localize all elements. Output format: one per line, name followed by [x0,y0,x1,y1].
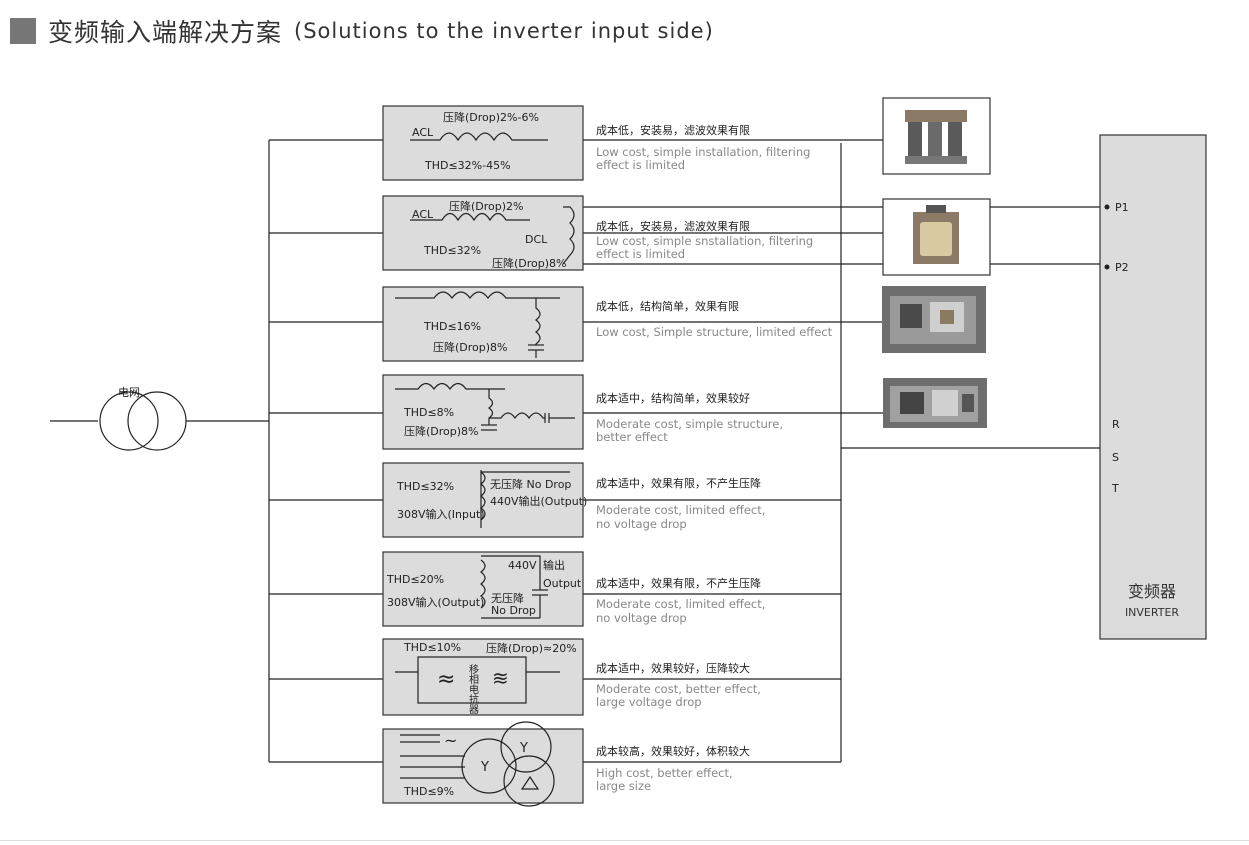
description-2: 成本低，安装易，滤波效果有限 Low cost, simple snstalla… [596,219,813,261]
solution-box-2: 压降(Drop)2% ACL THD≤32% DCL 压降(Drop)8% [382,195,584,271]
grid-label: 电网 [118,386,140,399]
filter-photo [882,286,986,353]
title-square-icon [10,18,36,44]
desc6-en-line1: Moderate cost, limited effect, [596,597,765,611]
desc1-zh: 成本低，安装易，滤波效果有限 [596,123,750,137]
description-4: 成本适中，结构简单，效果较好 Moderate cost, simple str… [596,391,783,444]
box6-nodrop-zh: 无压降 [491,591,524,605]
desc8-en-line2: large size [596,779,651,793]
inverter-name-en: INVERTER [1125,606,1179,619]
desc3-en-line1: Low cost, Simple structure, limited effe… [596,325,833,339]
box5-out: 440V输出(Output) [490,494,587,508]
box1-acl: ACL [412,126,434,139]
desc2-en-line1: Low cost, simple snstallation, filtering [596,234,813,248]
box4-thd: THD≤8% [403,406,454,419]
box5-nodrop: 无压降 No Drop [490,477,571,491]
solution-box-8: ~ Y Y THD≤9% [382,721,584,807]
solution-box-7: ≈ ≋ THD≤10% 压降(Drop)≈20% 移相电抗器 [382,638,584,716]
right-branch-lines [563,139,1100,763]
page-title: 变频输入端解决方案 (Solutions to the inverter inp… [10,14,714,48]
box3-thd: THD≤16% [423,320,481,333]
description-8: 成本较高，效果较好，体积较大 High cost, better effect,… [596,744,750,793]
box7-wave2-icon: ≋ [492,666,509,690]
desc4-en-line2: better effect [596,430,668,444]
desc7-en-line2: large voltage drop [596,695,702,709]
terminal-p2: P2 [1115,261,1129,274]
desc5-zh: 成本适中，效果有限，不产生压降 [596,476,761,490]
title-zh: 变频输入端解决方案 [48,18,283,47]
desc8-zh: 成本较高，效果较好，体积较大 [596,744,750,758]
solution-box-6: 440V 输出 Output THD≤20% 308V输入(Output) 无压… [382,551,584,627]
desc5-en-line1: Moderate cost, limited effect, [596,503,765,517]
box6-out-zh: 输出 [543,558,565,572]
box8-y1: Y [480,760,489,775]
desc8-en-line1: High cost, better effect, [596,766,733,780]
box4-drop: 压降(Drop)8% [404,424,479,438]
desc4-en-line1: Moderate cost, simple structure, [596,417,783,431]
box5-thd: THD≤32% [396,480,454,493]
description-5: 成本适中，效果有限，不产生压降 Moderate cost, limited e… [596,476,765,531]
terminal-t: T [1111,482,1119,495]
box2-drop: 压降(Drop)2% [449,199,524,213]
box1-thd: THD≤32%-45% [424,159,511,172]
p2-terminal-dot [1104,264,1110,270]
solution-box-3: THD≤16% 压降(Drop)8% [382,286,584,362]
desc7-en-line1: Moderate cost, better effect, [596,682,761,696]
box8-y2: Y [519,741,528,756]
box3-drop: 压降(Drop)8% [433,340,508,354]
box6-v440: 440V [508,559,537,572]
desc2-en-line2: effect is limited [596,247,685,261]
box2-acl: ACL [412,208,434,221]
box6-nodrop-en: No Drop [491,604,536,617]
left-branch-lines [269,139,383,763]
terminal-p1: P1 [1115,201,1129,214]
inverter-name-zh: 变频器 [1128,582,1176,601]
desc6-zh: 成本适中，效果有限，不产生压降 [596,576,761,590]
description-7: 成本适中，效果较好，压降较大 Moderate cost, better eff… [596,661,761,709]
desc6-en-line2: no voltage drop [596,611,687,625]
box6-in: 308V输入(Output) [387,595,484,609]
box8-thd: THD≤9% [403,785,454,798]
desc4-zh: 成本适中，结构简单，效果较好 [596,391,750,405]
description-3: 成本低，结构简单，效果有限 Low cost, Simple structure… [596,299,833,339]
box6-out-en: Output [543,577,582,590]
desc7-zh: 成本适中，效果较好，压降较大 [596,661,750,675]
box7-wave-icon: ≈ [437,667,455,692]
box2-thd: THD≤32% [423,244,481,257]
desc3-zh: 成本低，结构简单，效果有限 [596,299,739,313]
description-1: 成本低，安装易，滤波效果有限 Low cost, simple installa… [596,123,810,172]
inverter-box [1099,134,1207,640]
solution-box-5: THD≤32% 无压降 No Drop 440V输出(Output) 308V输… [382,462,587,538]
solution-box-4: THD≤8% 压降(Drop)8% [382,374,584,450]
lc-filter-photo [883,378,987,428]
box5-in: 308V输入(Input) [397,507,485,521]
dcl-reactor-photo [882,198,991,276]
title-en: (Solutions to the inverter input side) [294,19,714,43]
box7-drop: 压降(Drop)≈20% [486,641,577,655]
desc5-en-line2: no voltage drop [596,517,687,531]
solution-box-1: 压降(Drop)2%-6% ACL THD≤32%-45% [382,105,584,181]
p1-terminal-dot [1104,204,1110,210]
box2-dcl: DCL [525,233,548,246]
acl-reactor-photo [882,97,991,175]
box6-thd: THD≤20% [386,573,444,586]
terminal-r: R [1112,418,1120,431]
box8-wave-icon: ~ [444,731,457,750]
bottom-divider [0,840,1249,841]
description-6: 成本适中，效果有限，不产生压降 Moderate cost, limited e… [596,576,765,625]
box2-drop2: 压降(Drop)8% [492,256,567,270]
box7-thd: THD≤10% [403,641,461,654]
terminal-s: S [1112,451,1119,464]
box1-drop: 压降(Drop)2%-6% [443,110,539,124]
desc2-zh: 成本低，安装易，滤波效果有限 [596,219,750,233]
desc1-en-line2: effect is limited [596,158,685,172]
desc1-en-line1: Low cost, simple installation, filtering [596,145,810,159]
box7-phase: 移相电抗器 [467,663,479,715]
grid-transformer-icon [50,391,269,451]
